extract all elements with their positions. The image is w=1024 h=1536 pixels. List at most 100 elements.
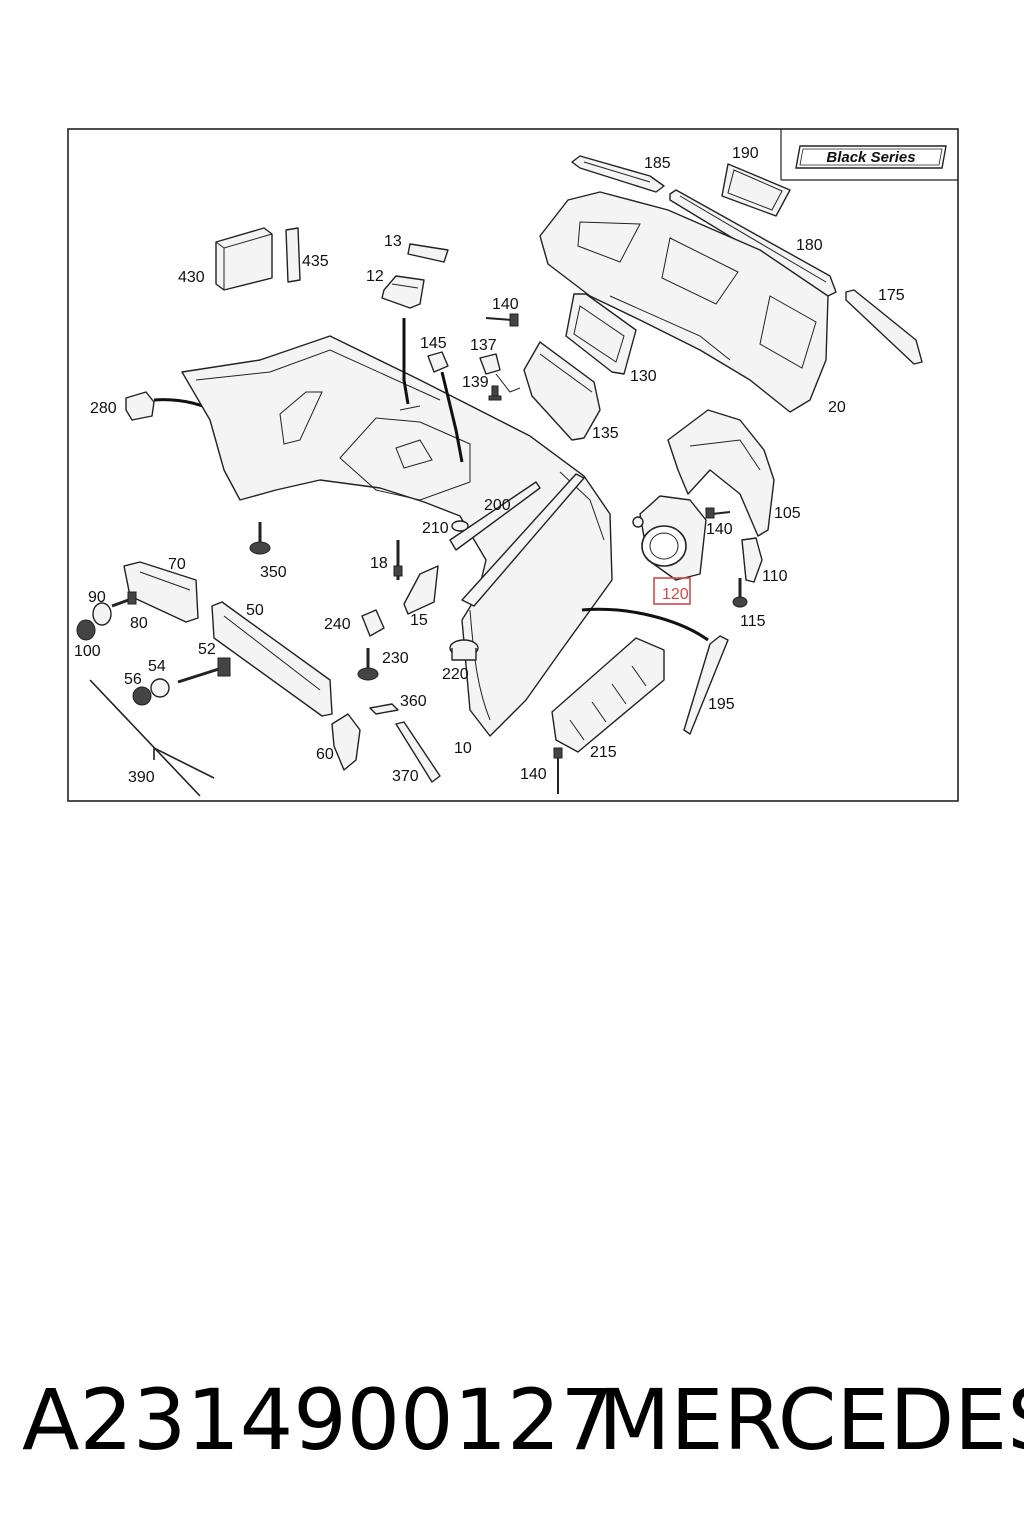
part-13-shape — [407, 243, 449, 263]
label-110: 110 — [762, 568, 788, 585]
part-54-shape — [150, 678, 170, 698]
part-185-shape — [571, 155, 665, 193]
label-90: 90 — [88, 589, 106, 606]
label-140-bottom: 140 — [520, 766, 547, 783]
label-350: 350 — [260, 564, 287, 581]
footer: A2314900127 MERCEDES — [0, 1370, 1024, 1480]
part-number: A2314900127 — [22, 1371, 614, 1469]
label-120: 120 — [662, 586, 689, 603]
part-350-shape — [249, 522, 271, 555]
part-139-shape — [488, 385, 502, 401]
diagram-frame — [67, 128, 959, 802]
parts-diagram: Black Series — [67, 128, 959, 802]
badge-text: Black Series — [826, 149, 915, 166]
label-105: 105 — [774, 505, 801, 522]
part-137-shape — [479, 353, 521, 393]
part-90-shape — [92, 602, 112, 626]
label-180: 180 — [796, 237, 823, 254]
part-435-shape — [285, 227, 301, 283]
label-210: 210 — [422, 520, 449, 537]
part-10-shape — [181, 335, 613, 737]
part-56-shape — [132, 686, 152, 706]
label-130: 130 — [630, 368, 657, 385]
label-139: 139 — [462, 374, 489, 391]
label-370: 370 — [392, 768, 419, 785]
label-70: 70 — [168, 556, 186, 573]
part-200-shape — [449, 473, 585, 607]
part-130-shape — [565, 293, 637, 375]
label-135: 135 — [592, 425, 619, 442]
label-80: 80 — [130, 615, 148, 632]
label-195: 195 — [708, 696, 735, 713]
part-135-shape — [523, 341, 601, 441]
label-15: 15 — [410, 612, 428, 629]
part-52-shape — [177, 657, 231, 684]
part-140-right-shape — [705, 507, 731, 519]
label-60: 60 — [316, 746, 334, 763]
part-215-shape — [551, 637, 665, 753]
part-60-shape — [331, 713, 361, 771]
part-370-shape — [395, 721, 441, 783]
part-20-shape — [539, 191, 829, 413]
label-100: 100 — [74, 643, 101, 660]
part-labels: 185 190 180 175 20 130 135 140 137 139 1… — [74, 145, 905, 786]
part-230-shape — [357, 648, 379, 681]
part-220-shape — [449, 639, 479, 661]
label-280: 280 — [90, 400, 117, 417]
part-145-shape — [427, 351, 449, 373]
part-360-shape — [369, 703, 399, 715]
label-20: 20 — [828, 399, 846, 416]
label-12: 12 — [366, 268, 384, 285]
label-10: 10 — [454, 740, 472, 757]
part-210-shape — [451, 520, 469, 532]
label-140-top: 140 — [492, 296, 519, 313]
part-105-shape — [667, 409, 775, 537]
part-280-shape — [125, 391, 155, 421]
label-50: 50 — [246, 602, 264, 619]
highlight-box-120 — [653, 577, 691, 605]
label-360: 360 — [400, 693, 427, 710]
label-430: 430 — [178, 269, 205, 286]
label-185: 185 — [644, 155, 671, 172]
arrow-195 — [581, 607, 709, 642]
label-435: 435 — [302, 253, 329, 270]
part-390-shape — [89, 679, 215, 797]
label-190: 190 — [732, 145, 759, 162]
diagram-canvas: Black Series — [67, 128, 959, 802]
label-240: 240 — [324, 616, 351, 633]
label-54: 54 — [148, 658, 166, 675]
badge-box: Black Series — [780, 129, 958, 181]
part-195-shape — [683, 635, 729, 735]
part-80-shape — [111, 591, 137, 608]
label-115: 115 — [740, 613, 766, 630]
label-220: 220 — [442, 666, 469, 683]
part-110-shape — [741, 537, 763, 583]
part-190-shape — [721, 163, 791, 217]
label-137: 137 — [470, 337, 497, 354]
label-52: 52 — [198, 641, 216, 658]
label-56: 56 — [124, 671, 142, 688]
label-145: 145 — [420, 335, 447, 352]
part-115-shape — [732, 578, 748, 608]
part-100-shape — [76, 619, 96, 641]
part-120-shape — [632, 495, 707, 581]
label-13: 13 — [384, 233, 402, 250]
arrow-145 — [440, 371, 464, 463]
part-15-shape — [403, 565, 439, 615]
brand-name: MERCEDES — [598, 1371, 1024, 1469]
part-180-shape — [669, 189, 837, 297]
part-12-shape — [381, 275, 425, 309]
label-390: 390 — [128, 769, 155, 786]
part-430-shape — [215, 227, 273, 291]
label-175: 175 — [878, 287, 905, 304]
part-140-bottom-shape — [553, 747, 563, 794]
arrow-12 — [402, 318, 410, 405]
part-140-top-shape — [485, 313, 519, 327]
label-230: 230 — [382, 650, 409, 667]
label-200: 200 — [484, 497, 511, 514]
part-240-shape — [361, 609, 385, 637]
part-50-shape — [211, 601, 333, 717]
label-140-right: 140 — [706, 521, 733, 538]
part-175-shape — [845, 289, 923, 365]
label-18: 18 — [370, 555, 388, 572]
